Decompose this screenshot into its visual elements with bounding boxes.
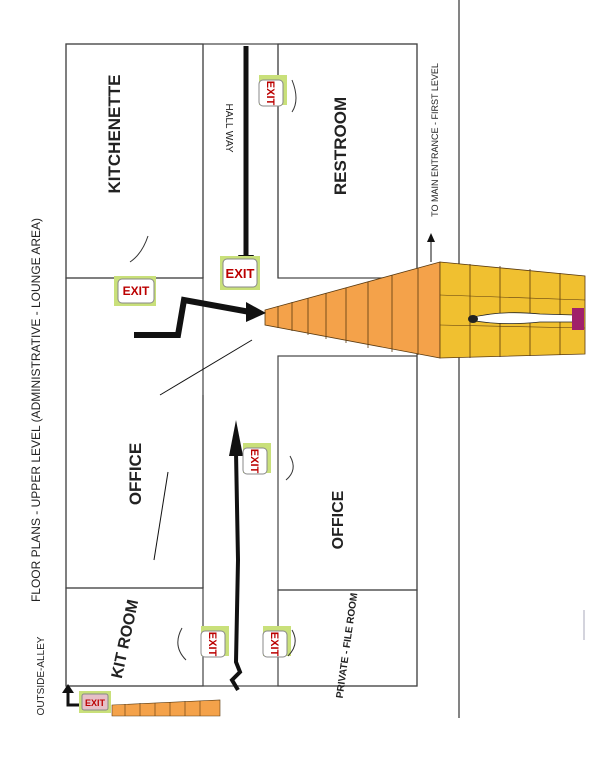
direction-arrowhead xyxy=(427,233,435,242)
svg-text:EXIT: EXIT xyxy=(248,449,260,474)
alley-staircase xyxy=(111,699,221,717)
restroom-label: RESTROOM xyxy=(331,97,350,195)
svg-text:EXIT: EXIT xyxy=(268,632,280,657)
main-entrance-label: TO MAIN ENTRANCE - FIRST LEVEL xyxy=(430,63,440,217)
exit-sign: EXIT xyxy=(262,625,292,658)
exit-sign: EXIT xyxy=(258,74,288,107)
direction-line xyxy=(153,471,169,561)
svg-text:EXIT: EXIT xyxy=(123,284,150,298)
exit-sign: EXIT xyxy=(114,276,156,306)
svg-text:EXIT: EXIT xyxy=(206,632,218,657)
exit-sign: EXIT xyxy=(200,625,230,658)
office-right-label: OFFICE xyxy=(330,490,347,549)
exit-sign: EXIT xyxy=(79,691,111,713)
door-swing xyxy=(287,629,296,657)
kit-room-label: KIT ROOM xyxy=(109,598,142,680)
svg-text:EXIT: EXIT xyxy=(226,266,255,281)
exit-sign: EXIT xyxy=(242,442,272,475)
kitchenette-label: KITCHENETTE xyxy=(105,75,124,194)
main-staircase xyxy=(264,261,586,359)
door-swing xyxy=(129,235,149,263)
door-swing xyxy=(285,455,294,481)
hallway-label: HALL WAY xyxy=(223,103,234,152)
evacuation-arrow xyxy=(62,684,82,707)
evacuation-arrow xyxy=(229,420,243,692)
restroom-room xyxy=(277,43,418,279)
outside-alley-label: OUTSIDE-ALLEY xyxy=(36,636,47,715)
kitchenette-room xyxy=(65,43,204,279)
svg-text:EXIT: EXIT xyxy=(85,698,106,708)
door-swing xyxy=(177,627,187,661)
office-right-room xyxy=(277,355,418,591)
page-title: FLOOR PLANS - UPPER LEVEL (ADMINISTRATIV… xyxy=(29,218,43,602)
direction-line xyxy=(159,339,253,396)
private-file-room-label: PRIVATE - FILE ROOM xyxy=(335,592,361,699)
evacuation-arrow xyxy=(238,46,254,272)
exit-sign: EXIT xyxy=(220,256,260,290)
office-left-label: OFFICE xyxy=(126,443,145,505)
svg-text:EXIT: EXIT xyxy=(264,81,276,106)
evacuation-arrow xyxy=(134,296,266,338)
door-swing xyxy=(291,79,297,113)
